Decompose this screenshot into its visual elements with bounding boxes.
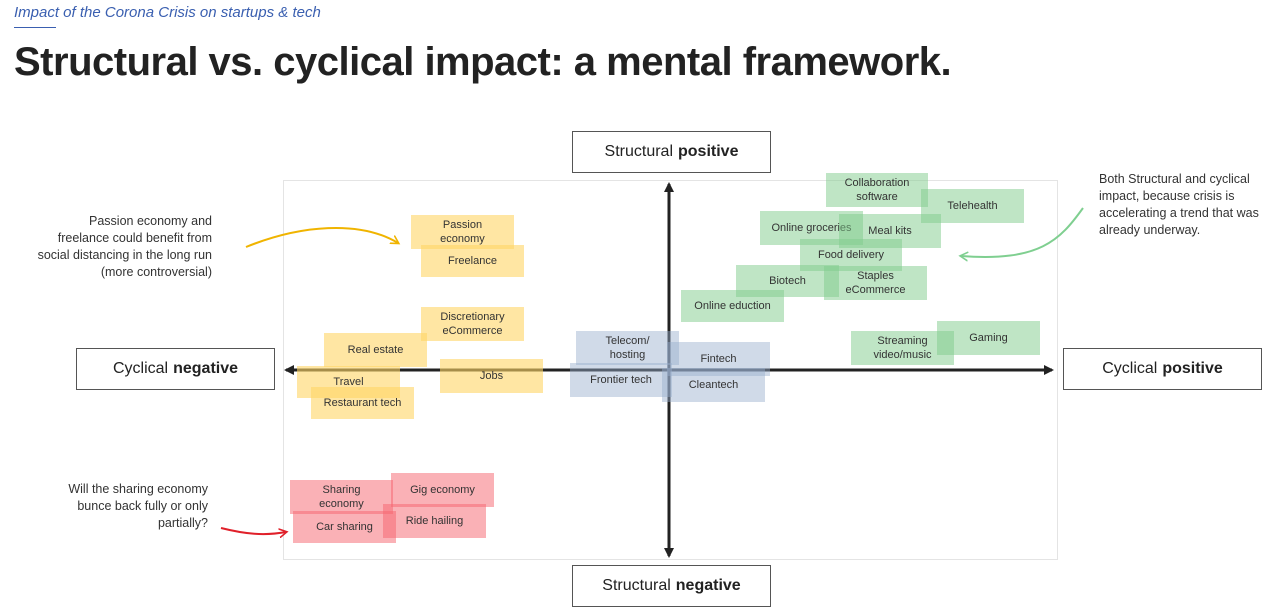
sticky-jobs: Jobs [440, 359, 543, 393]
sticky-collaboration-software: Collaboration software [826, 173, 928, 207]
sticky-streaming: Streaming video/music [851, 331, 954, 365]
axis-label-prefix: Structural [602, 577, 671, 594]
sticky-freelance: Freelance [421, 245, 524, 277]
sticky-ride-hailing: Ride hailing [383, 504, 486, 538]
sticky-gig-economy: Gig economy [391, 473, 494, 507]
axis-label-prefix: Structural [604, 143, 673, 160]
axis-label-bold: positive [678, 143, 739, 160]
sticky-car-sharing: Car sharing [293, 511, 396, 543]
axis-label-bold: negative [675, 577, 741, 594]
sticky-cleantech: Cleantech [662, 368, 765, 402]
sticky-sharing-economy: Sharing economy [290, 480, 393, 514]
axis-label-prefix: Cyclical [112, 360, 169, 377]
axis-label-prefix: Cyclical [1102, 360, 1158, 377]
sticky-frontier-tech: Frontier tech [570, 363, 672, 397]
page-title: Structural vs. cyclical impact: a mental… [14, 40, 952, 84]
axis-label-structural-positive: Structural positive [572, 131, 771, 173]
note-sharing-economy: Will the sharing economy bunce back full… [68, 482, 208, 530]
quadrant-frame [283, 180, 1058, 560]
sticky-restaurant-tech: Restaurant tech [311, 387, 414, 419]
note-passion-economy: Passion economy and freelance could bene… [37, 214, 212, 279]
sticky-gaming: Gaming [937, 321, 1040, 355]
sticky-real-estate: Real estate [324, 333, 427, 367]
kicker: Impact of the Corona Crisis on startups … [14, 4, 321, 21]
sticky-passion-economy: Passion economy [411, 215, 514, 249]
sticky-online-education: Online eduction [681, 290, 784, 322]
arrow-sharing [220, 527, 286, 534]
sticky-fintech: Fintech [667, 342, 770, 376]
sticky-telecom-hosting: Telecom/ hosting [576, 331, 679, 365]
axis-label-bold: negative [173, 360, 239, 377]
kicker-underline [14, 27, 56, 28]
note-structural-cyclical: Both Structural and cyclical impact, bec… [1099, 172, 1259, 237]
sticky-discretionary-ecommerce: Discretionary eCommerce [421, 307, 524, 341]
arrow-passion [245, 226, 398, 248]
arrow-structural-cyclical [961, 207, 1084, 257]
axis-label-bold: positive [1162, 360, 1223, 377]
sticky-staples-ecommerce: Staples eCommerce [824, 266, 927, 300]
